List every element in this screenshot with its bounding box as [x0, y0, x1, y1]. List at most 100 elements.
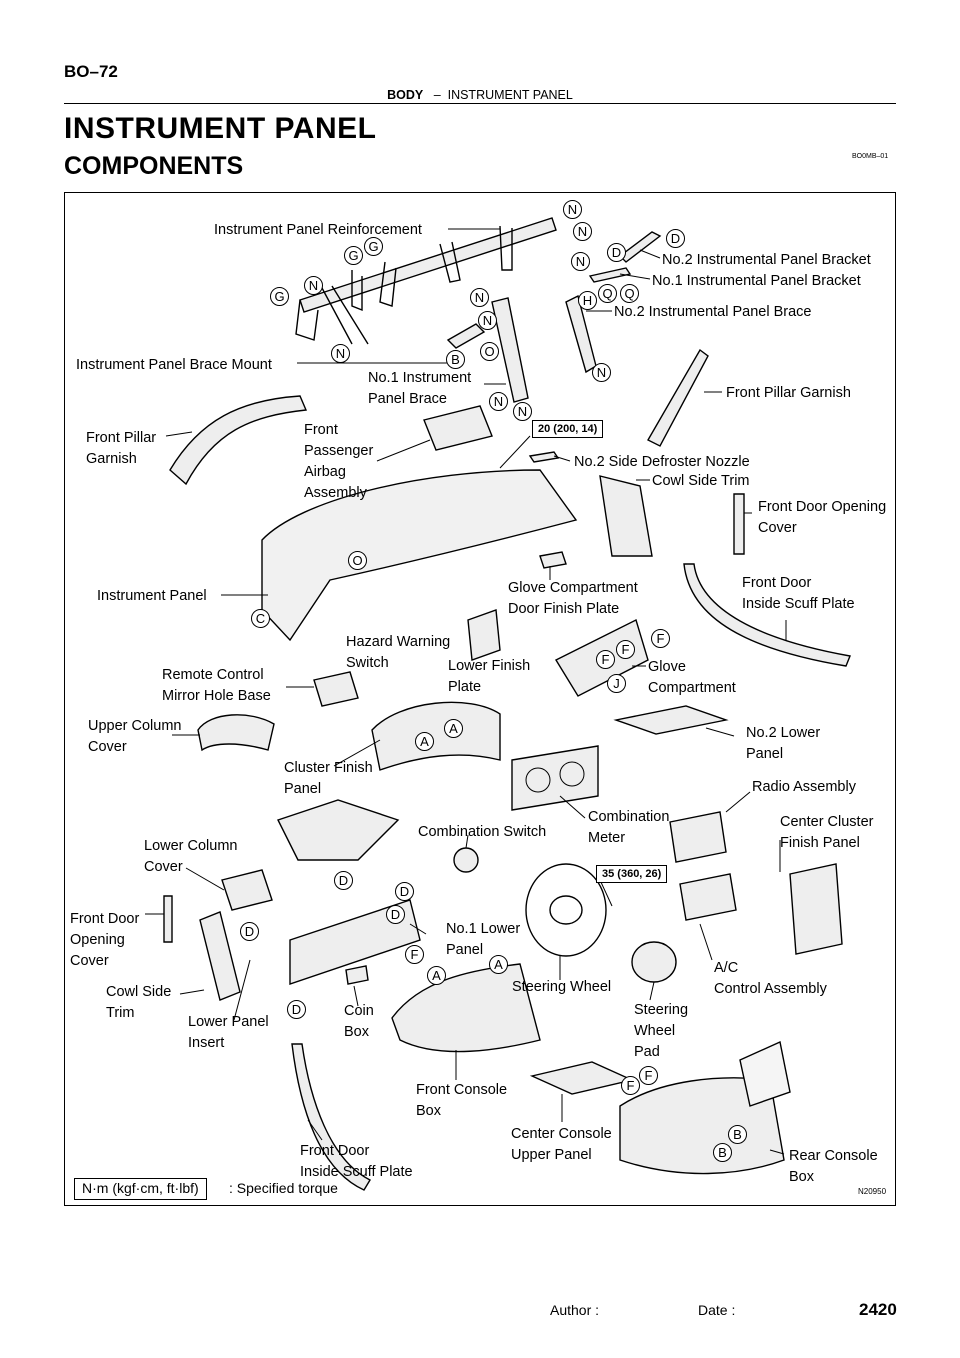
rear-console-drawing: [619, 1077, 785, 1175]
cluster-drawing: [371, 701, 501, 771]
ref-letter: G: [270, 287, 289, 306]
lower-finish-drawing: [467, 609, 501, 661]
airbag-drawing: [423, 405, 493, 451]
steering-column-drawing: [277, 799, 400, 861]
ref-letter: A: [415, 732, 434, 751]
label-no1-instrumental-panel-bracket: No.1 Instrumental Panel Bracket: [652, 273, 861, 289]
section-topic: INSTRUMENT PANEL: [447, 88, 573, 102]
ref-letter: J: [607, 674, 626, 693]
ref-letter: D: [334, 871, 353, 890]
ref-letter: O: [480, 342, 499, 361]
ref-letter: F: [596, 650, 615, 669]
ref-letter: H: [578, 291, 597, 310]
label-upper-column-cover: Upper Column Cover: [88, 718, 182, 756]
label-cluster-finish-panel: Cluster Finish Panel: [284, 760, 373, 798]
defroster-drawing: [528, 451, 560, 463]
label-rear-console-box: Rear Console Box: [789, 1148, 878, 1186]
figure-id: N20950: [858, 1187, 887, 1196]
label-no2-lower-panel: No.2 Lower Panel: [746, 725, 821, 763]
ref-letter: N: [571, 252, 590, 271]
page-subtitle: COMPONENTS: [64, 152, 244, 180]
ref-letter: G: [344, 246, 363, 265]
reinforcement-drawing: [295, 217, 557, 345]
ref-letter: F: [616, 640, 635, 659]
no1-bracket-drawing: [588, 267, 632, 283]
footer-date: Date :: [698, 1302, 736, 1318]
ref-letter: N: [304, 276, 323, 295]
ref-letter: D: [607, 243, 626, 262]
page-title: INSTRUMENT PANEL: [64, 112, 377, 145]
ref-letter: O: [348, 551, 367, 570]
label-no1-instrument-panel-brace: No.1 Instrument Panel Brace: [368, 370, 472, 408]
ref-letter: C: [251, 609, 270, 628]
cowl-trim-right-drawing: [599, 475, 653, 557]
label-lower-column-cover: Lower Column Cover: [144, 838, 238, 876]
ac-drawing: [679, 873, 737, 921]
label-front-pillar-garnish-left: Front Pillar Garnish: [86, 430, 157, 468]
label-front-pillar-garnish-right: Front Pillar Garnish: [726, 385, 851, 401]
label-instrument-panel-reinforcement: Instrument Panel Reinforcement: [214, 222, 422, 238]
label-instrument-panel-brace-mount: Instrument Panel Brace Mount: [76, 357, 272, 373]
label-no2-instrumental-panel-brace: No.2 Instrumental Panel Brace: [614, 304, 812, 320]
diagram-frame: [64, 192, 896, 1206]
ref-letter: A: [427, 966, 446, 985]
pillar-garnish-left-drawing: [169, 395, 308, 486]
ref-letter: B: [713, 1143, 732, 1162]
label-instrument-panel: Instrument Panel: [97, 588, 207, 604]
pillar-garnish-right-drawing: [647, 348, 709, 447]
ref-letter: D: [395, 882, 414, 901]
ref-letter: A: [444, 719, 463, 738]
no1-lower-drawing: [289, 899, 421, 985]
label-no1-lower-panel: No.1 Lower Panel: [446, 921, 521, 959]
front-console-drawing: [391, 963, 541, 1053]
upper-column-drawing: [197, 714, 275, 752]
label-combination-meter: Combination Meter: [588, 809, 670, 847]
torque-legend-box: N·m (kgf·cm, ft·lbf): [74, 1178, 207, 1200]
header-section: BODY – INSTRUMENT PANEL: [0, 88, 960, 102]
label-cowl-side-trim-right: Cowl Side Trim: [652, 473, 750, 489]
steering-wheel-drawing: [525, 863, 607, 957]
torque-spec-20: 20 (200, 14): [532, 420, 604, 439]
label-steering-wheel: Steering Wheel: [512, 979, 612, 995]
ref-letter: F: [651, 629, 670, 648]
leader-lines: [145, 228, 787, 1155]
label-front-passenger-airbag-assembly: Front Passenger Airbag Assembly: [304, 422, 374, 502]
ref-letter: D: [386, 905, 405, 924]
label-front-door-opening-cover-left: Front Door Opening Cover: [70, 911, 140, 970]
label-no2-side-defroster-nozzle: No.2 Side Defroster Nozzle: [574, 454, 750, 470]
ref-letter: B: [446, 350, 465, 369]
torque-spec-35: 35 (360, 26): [596, 865, 668, 884]
door-cover-right-drawing: [733, 493, 745, 555]
label-combination-switch: Combination Switch: [418, 824, 547, 840]
ref-letter: F: [621, 1076, 640, 1095]
ref-letter: F: [405, 945, 424, 964]
radio-drawing: [669, 811, 727, 863]
ref-letter: N: [470, 288, 489, 307]
ref-letter: N: [478, 311, 497, 330]
label-coin-box: Coin Box: [344, 1003, 374, 1041]
ref-letter: Q: [598, 284, 617, 303]
no2-bracket-drawing: [618, 231, 662, 263]
header-code: BO–72: [64, 62, 118, 81]
cowl-trim-left-drawing: [199, 911, 241, 1001]
ref-letter: F: [639, 1066, 658, 1085]
label-front-door-inside-scuff-plate-right: Front Door Inside Scuff Plate: [742, 575, 855, 613]
label-ac-control-assembly: A/C Control Assembly: [714, 960, 827, 998]
label-glove-compartment-door-finish-plate: Glove Compartment Door Finish Plate: [508, 580, 638, 618]
label-center-console-upper-panel: Center Console Upper Panel: [511, 1126, 612, 1164]
ref-letter: N: [573, 222, 592, 241]
mirror-base-drawing: [313, 671, 359, 707]
lower-column-drawing: [221, 869, 273, 911]
ref-letter: N: [513, 402, 532, 421]
ref-letter: N: [563, 200, 582, 219]
center-cluster-drawing: [789, 863, 843, 955]
label-front-console-box: Front Console Box: [416, 1082, 508, 1120]
brace-mount-drawing: [446, 323, 486, 349]
ref-letter: N: [489, 392, 508, 411]
label-glove-compartment: Glove Compartment: [648, 659, 736, 697]
comb-switch-drawing: [453, 847, 479, 873]
footer-author: Author :: [550, 1302, 600, 1318]
no1-brace-drawing: [491, 297, 529, 403]
ref-letter: B: [728, 1125, 747, 1144]
